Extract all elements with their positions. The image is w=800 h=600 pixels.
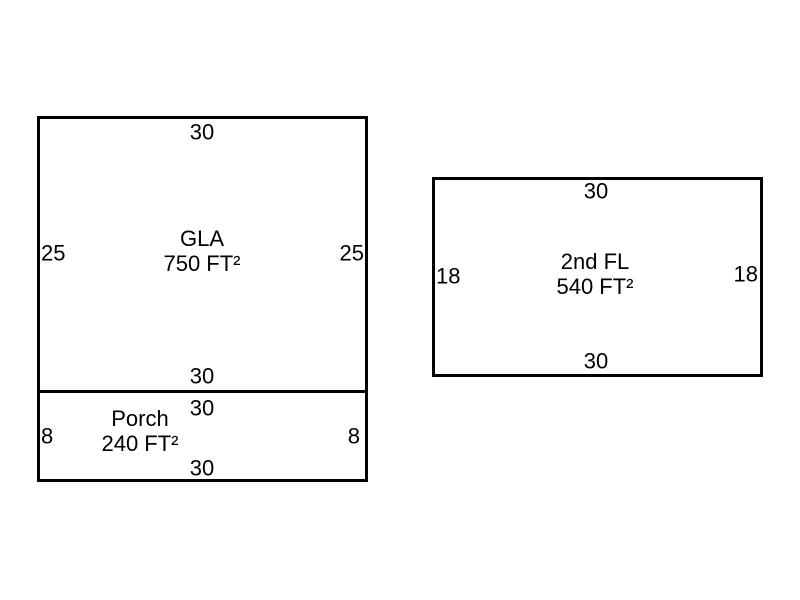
gla-top-dimension: 30 [189,119,215,145]
second-floor-bottom-dimension: 30 [583,348,609,374]
second-floor-area-size: 540 FT² [556,274,634,299]
porch-area-name: Porch [111,406,169,431]
porch-area-outline [37,390,368,482]
gla-left-dimension: 25 [41,240,66,266]
second-floor-area-name: 2nd FL [560,249,630,274]
gla-right-dimension: 25 [339,240,364,266]
second-floor-top-dimension: 30 [583,178,609,204]
second-floor-area-outline [432,177,763,377]
gla-bottom-dimension: 30 [189,363,215,389]
porch-right-dimension: 8 [347,423,360,449]
gla-area-name: GLA [179,226,225,251]
porch-bottom-dimension: 30 [189,455,215,481]
porch-area-label: Porch 240 FT² [101,406,178,456]
porch-left-dimension: 8 [41,423,54,449]
second-floor-left-dimension: 18 [436,263,461,289]
porch-area-size: 240 FT² [101,431,179,456]
gla-area-size: 750 FT² [163,251,241,276]
second-floor-area-label: 2nd FL 540 FT² [556,249,633,299]
second-floor-right-dimension: 18 [733,261,758,287]
gla-area-label: GLA 750 FT² [163,226,240,276]
porch-top-dimension: 30 [189,395,215,421]
